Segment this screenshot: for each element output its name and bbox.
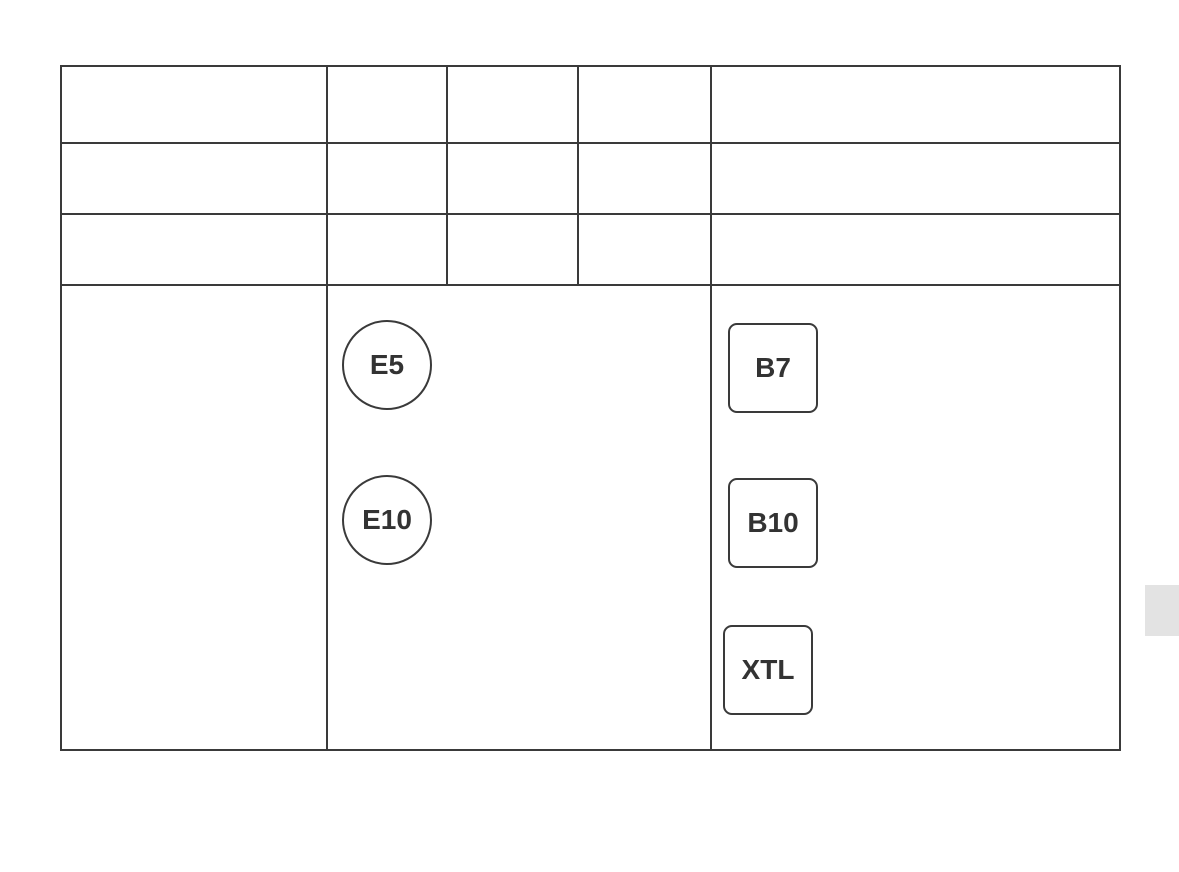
- fuel-label-e5: E5: [342, 320, 432, 410]
- fuel-label-e10: E10: [342, 475, 432, 565]
- column-divider: [710, 65, 712, 751]
- fuel-label-b7: B7: [728, 323, 818, 413]
- fuel-table: [60, 65, 1121, 751]
- table-border-left: [60, 65, 62, 751]
- row-divider: [60, 213, 1121, 215]
- row-divider: [60, 284, 1121, 286]
- fuel-label-xtl: XTL: [723, 625, 813, 715]
- column-divider: [446, 65, 448, 285]
- column-divider: [326, 65, 328, 751]
- column-divider: [577, 65, 579, 285]
- page-edge-tab: [1145, 585, 1179, 636]
- row-divider: [60, 142, 1121, 144]
- fuel-label-b10: B10: [728, 478, 818, 568]
- table-border-top: [60, 65, 1121, 67]
- table-border-bottom: [60, 749, 1121, 751]
- table-border-right: [1119, 65, 1121, 751]
